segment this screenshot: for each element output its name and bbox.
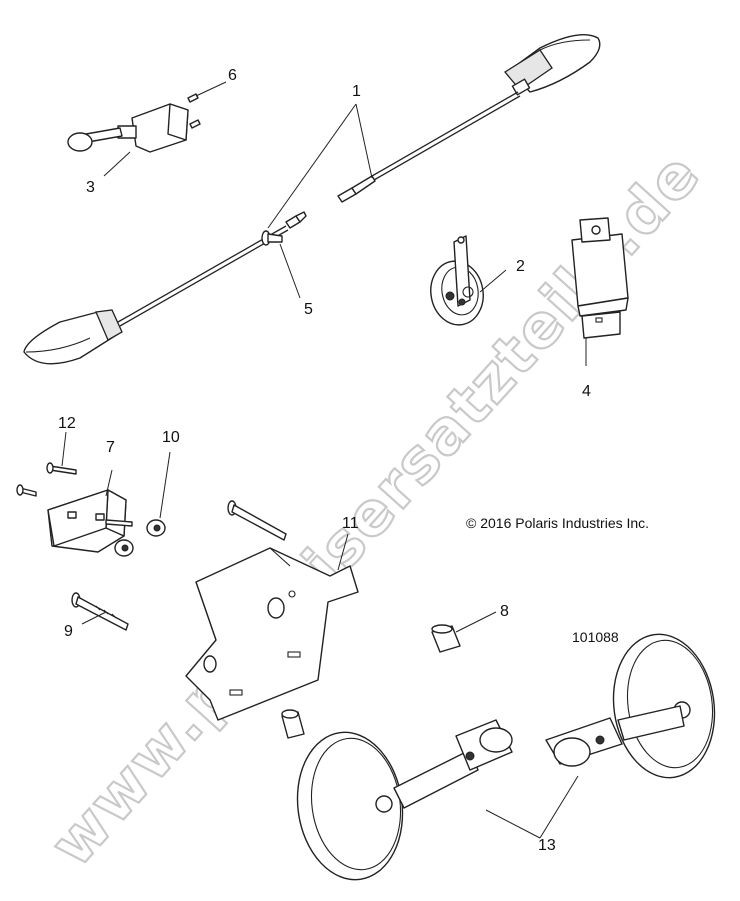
- spacer-8: [431, 624, 461, 653]
- callout-1: 1: [352, 83, 361, 100]
- callout-6: 6: [228, 67, 237, 84]
- toggle-switch: [67, 103, 189, 153]
- callout-9: 9: [64, 623, 73, 640]
- callout-8: 8: [500, 603, 509, 620]
- license-bracket-11: [185, 547, 359, 721]
- callout-12: 12: [58, 415, 76, 432]
- bolt-left: [16, 484, 37, 497]
- leader-lines: [61, 81, 587, 839]
- push-rivet-5: [261, 230, 283, 246]
- bolt-9: [71, 592, 129, 631]
- mount-bracket-7: [47, 489, 133, 553]
- callouts: 1 2 3 4 5 6 7 8 9 10 11 12 13: [58, 67, 591, 854]
- spacer-lower: [281, 709, 305, 739]
- mirror-right: [545, 633, 716, 779]
- callout-7: 7: [106, 439, 115, 456]
- callout-11: 11: [342, 515, 359, 532]
- callout-4: 4: [582, 383, 591, 400]
- callout-2: 2: [516, 258, 525, 275]
- nut-10: [146, 519, 166, 537]
- callout-13: 13: [538, 837, 556, 854]
- relay-module: [571, 217, 629, 339]
- turn-signal-left: [23, 211, 307, 365]
- callout-10: 10: [162, 429, 180, 446]
- callout-3: 3: [86, 179, 95, 196]
- nut-lower: [114, 539, 134, 557]
- figure-number: 101088: [572, 629, 619, 645]
- bolt-12: [46, 462, 77, 475]
- screws-6: [187, 93, 201, 129]
- mirror-left: [296, 719, 513, 881]
- bolt-bracket-11: [227, 500, 287, 541]
- turn-signal-right: [337, 34, 601, 203]
- horn: [430, 235, 484, 326]
- copyright-text: © 2016 Polaris Industries Inc.: [466, 515, 649, 531]
- callout-5: 5: [304, 301, 313, 318]
